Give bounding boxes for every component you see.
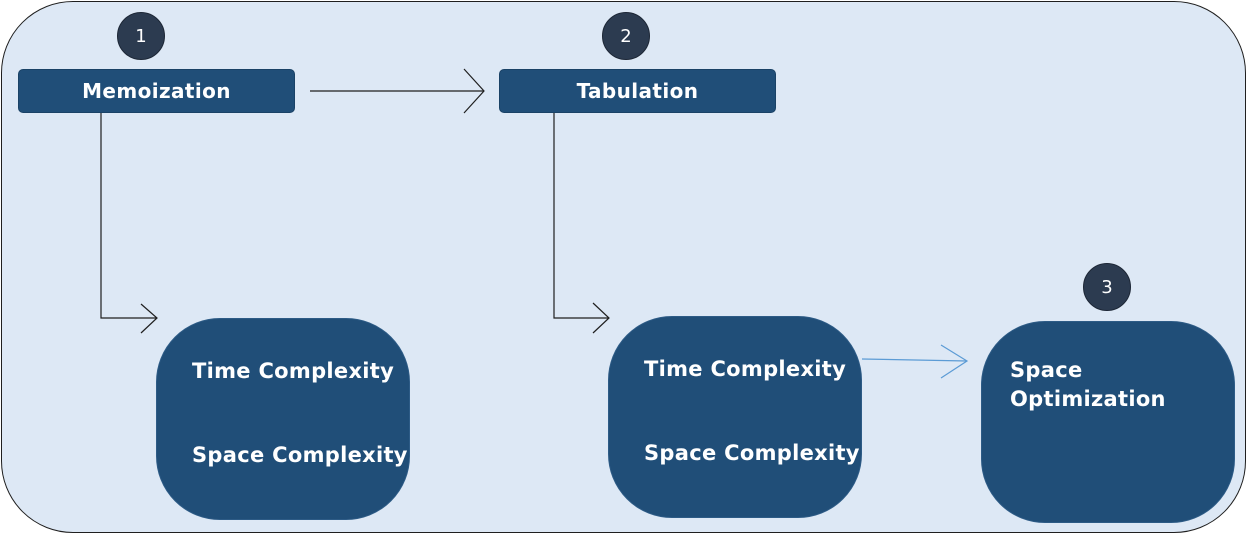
step-number: 2 (620, 25, 632, 47)
space-complexity-label: Space Complexity (192, 443, 408, 467)
step-badge-2: 2 (602, 12, 650, 60)
memoization-label: Memoization (82, 79, 231, 103)
space-label: Space (1010, 358, 1083, 382)
step-number: 1 (135, 25, 147, 47)
arrow-tabulation-to-optimization (861, 344, 969, 379)
tabulation-complexity-box: Time Complexity Space Complexity (608, 316, 862, 518)
time-complexity-label: Time Complexity (192, 359, 395, 383)
arrow-memoization-to-tabulation (310, 68, 485, 114)
step-number: 3 (1101, 276, 1113, 298)
step-badge-3: 3 (1083, 263, 1131, 311)
step-badge-1: 1 (117, 12, 165, 60)
space-complexity-label: Space Complexity (644, 441, 860, 465)
time-complexity-label: Time Complexity (644, 357, 847, 381)
space-optimization-box: Space Optimization (981, 321, 1235, 523)
tabulation-box: Tabulation (499, 69, 776, 113)
optimization-label: Optimization (1010, 387, 1166, 411)
arrow-tabulation-to-complexity (553, 112, 610, 334)
arrow-memoization-to-complexity (100, 113, 158, 334)
tabulation-label: Tabulation (576, 79, 699, 103)
memoization-box: Memoization (18, 69, 295, 113)
memoization-complexity-box: Time Complexity Space Complexity (156, 318, 410, 520)
